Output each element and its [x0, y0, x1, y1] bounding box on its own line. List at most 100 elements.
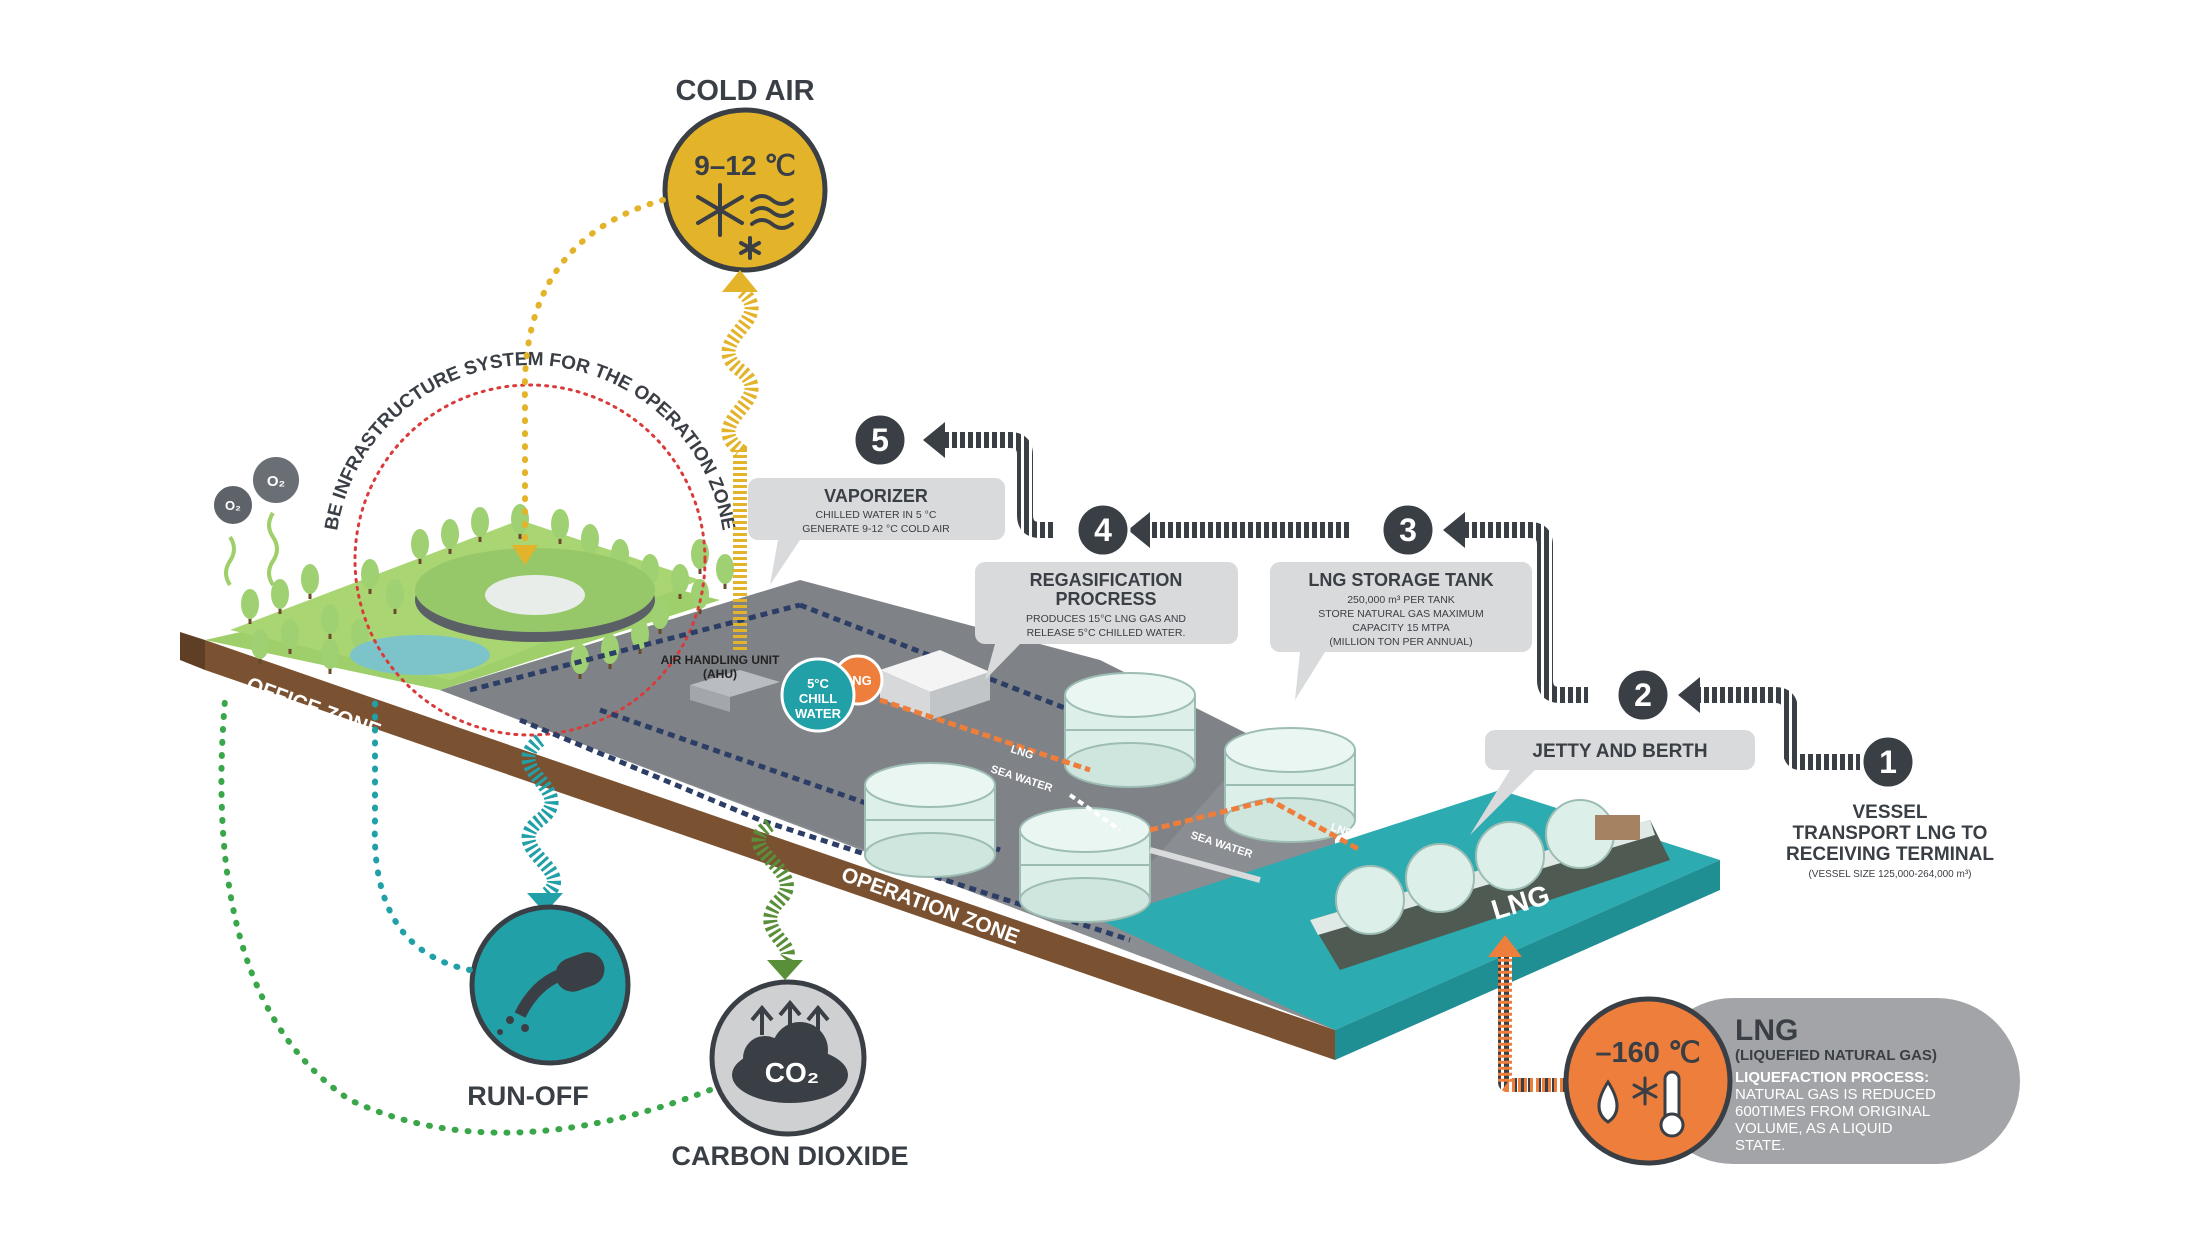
storage-tank — [864, 762, 996, 878]
o2-bubble-small-text: O₂ — [225, 498, 241, 513]
callout-jetty — [1470, 730, 1755, 835]
step1-title-2: TRANSPORT LNG TO — [1793, 823, 1988, 844]
lng-info-subtitle: (LIQUEFIED NATURAL GAS) — [1735, 1047, 1937, 1064]
cold-air-badge — [662, 107, 828, 273]
chill-badge-line2: CHILL — [799, 691, 837, 706]
storage-tank — [1064, 672, 1196, 788]
ahu-label-line2: (AHU) — [703, 667, 737, 681]
lng-info-process-4: STATE. — [1735, 1137, 1785, 1154]
storage-tank — [1019, 807, 1151, 923]
step-2-circle — [1615, 667, 1671, 723]
step-4-circle — [1075, 502, 1131, 558]
tree — [301, 564, 319, 599]
o2-bubble-large-text: O₂ — [267, 473, 285, 490]
tree — [271, 579, 289, 614]
runoff-wave-arrow — [521, 734, 561, 901]
lng-temp-badge — [1563, 996, 1733, 1166]
tree — [671, 564, 689, 599]
ahu-building — [690, 670, 780, 712]
co2-cloud-icon — [732, 999, 848, 1103]
office-building — [415, 548, 655, 642]
tree — [281, 619, 299, 654]
tree — [321, 639, 339, 674]
lng-ship — [1310, 799, 1670, 970]
tree — [251, 629, 269, 664]
step-5-circle — [852, 412, 908, 468]
runoff-pipe-icon — [497, 952, 605, 1035]
infrastructure-ring-text: BE INFRASTRUCTURE SYSTEM FOR THE OPERATI… — [321, 349, 738, 532]
tree — [651, 599, 669, 634]
process-flow — [945, 432, 1860, 770]
co2-dotted-loop — [218, 697, 713, 1136]
tree — [361, 559, 379, 594]
ahu-label-line1: AIR HANDLING UNIT — [661, 653, 780, 667]
tree — [241, 589, 259, 624]
step-3-circle — [1380, 502, 1436, 558]
callout-vaporizer-desc-1: CHILLED WATER IN 5 °C — [816, 509, 937, 521]
step-2-number: 2 — [1634, 677, 1652, 713]
chill-water-badge — [780, 657, 856, 733]
tree — [581, 524, 599, 559]
sea-side — [1335, 860, 1720, 1060]
cold-air-title: COLD AIR — [675, 75, 814, 107]
lng-info-arrowhead — [1488, 935, 1522, 957]
step1-note: (VESSEL SIZE 125,000-264,000 m³) — [1808, 869, 1971, 880]
step-1-circle — [1860, 734, 1916, 790]
tree — [716, 554, 734, 589]
infrastructure-ring — [353, 383, 707, 737]
callout-tank-desc-2: STORE NATURAL GAS MAXIMUM — [1318, 608, 1484, 620]
tree — [691, 579, 709, 614]
runoff-title: RUN-OFF — [467, 1081, 588, 1111]
chill-badge-line1: 5°C — [807, 676, 829, 691]
cold-air-arrowhead — [722, 270, 758, 292]
step-5-number: 5 — [871, 422, 889, 458]
runoff-arrowhead — [527, 893, 563, 913]
snowflake-wind-icon — [696, 183, 794, 260]
lng-info-process-2: 600TIMES FROM ORIGINAL — [1735, 1103, 1930, 1120]
process-arrowheads — [923, 422, 1700, 713]
co2-wave-arrow — [751, 819, 795, 965]
step-3-number: 3 — [1399, 512, 1417, 548]
earth-front-face — [205, 640, 1335, 1060]
callout-storage-tank — [1270, 562, 1532, 700]
earth-left-face — [180, 632, 205, 670]
lng-info-panel — [1650, 998, 2020, 1164]
o2-bubbles — [212, 455, 301, 587]
lng-info-process-label: LIQUEFACTION PROCESS: — [1735, 1069, 1929, 1086]
tree — [471, 507, 489, 542]
chill-badge-line3: WATER — [795, 706, 842, 721]
tree — [631, 619, 649, 654]
co2-badge-text: CO₂ — [765, 1057, 819, 1088]
step1-title-3: RECEIVING TERMINAL — [1786, 844, 1994, 865]
step-4-number: 4 — [1094, 512, 1112, 548]
cold-air-loop-arrowhead — [512, 545, 538, 565]
callout-regasification — [975, 562, 1238, 680]
regas-building — [880, 650, 990, 720]
lng-info-arrow-orange — [1498, 955, 1575, 1092]
tree — [441, 519, 459, 554]
co2-arrowhead — [767, 960, 803, 980]
callout-regas-title-2: PROCRESS — [1055, 589, 1156, 609]
cold-air-temp: 9–12 ℃ — [694, 150, 796, 181]
callout-vaporizer-desc-2: GENERATE 9-12 °C COLD AIR — [802, 523, 950, 535]
tree — [551, 509, 569, 544]
tree — [386, 579, 404, 614]
callout-regas-desc-2: RELEASE 5°C CHILLED WATER. — [1027, 627, 1186, 639]
callout-tank-title: LNG STORAGE TANK — [1308, 570, 1493, 590]
pipes — [879, 697, 1362, 883]
storage-tanks — [864, 672, 1356, 923]
pond — [350, 635, 490, 675]
lng-info-process-1: NATURAL GAS IS REDUCED — [1735, 1086, 1936, 1103]
callout-jetty-title: JETTY AND BERTH — [1532, 741, 1707, 762]
callout-regas-desc-1: PRODUCES 15°C LNG GAS AND — [1026, 613, 1186, 625]
callout-tank-desc-1: 250,000 m³ PER TANK — [1347, 594, 1455, 606]
tree — [321, 604, 339, 639]
runoff-dotted-loop — [371, 697, 473, 973]
lng-info-title: LNG — [1735, 1014, 1798, 1047]
cold-air-dotted-loop — [521, 197, 666, 548]
callout-tank-desc-3: CAPACITY 15 MTPA — [1352, 622, 1449, 634]
droplet-thermometer-icon — [1597, 1070, 1685, 1138]
callout-vaporizer — [748, 478, 1005, 585]
